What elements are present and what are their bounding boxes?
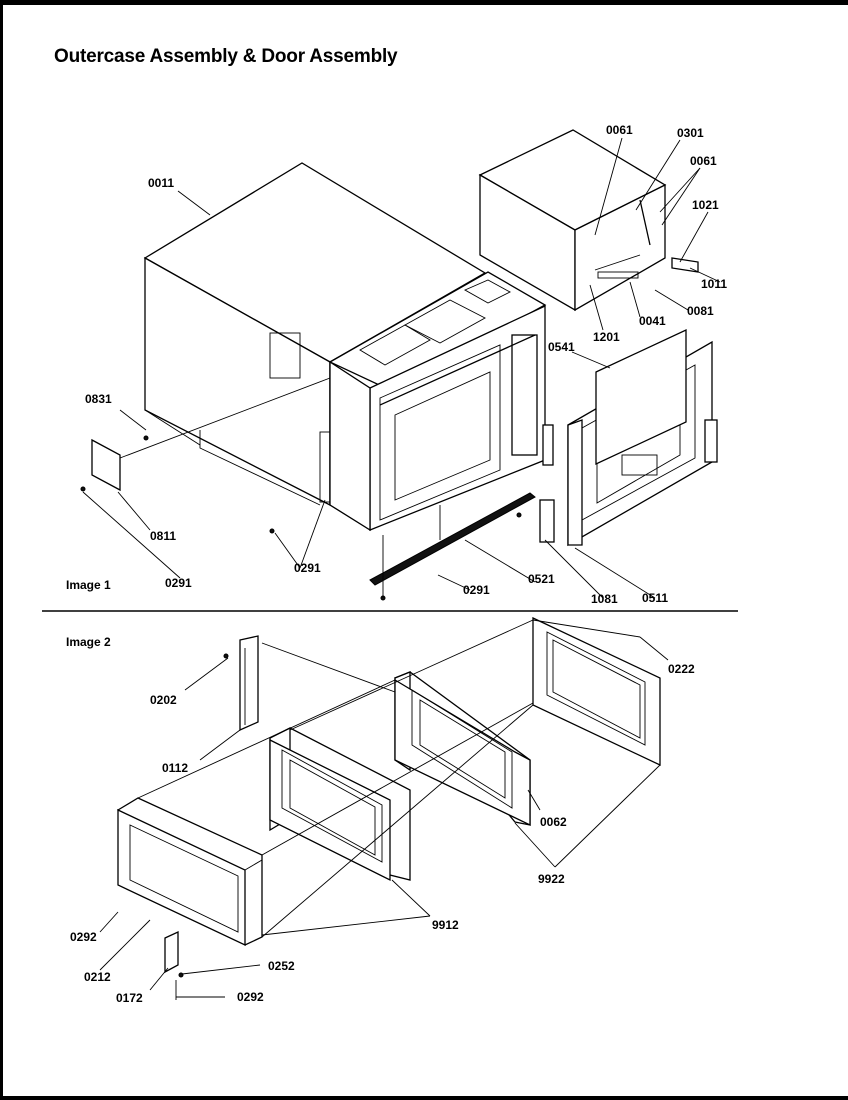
door-frame xyxy=(393,671,531,827)
callout-0541: 0541 xyxy=(548,340,575,354)
hinge-bracket xyxy=(223,635,259,732)
page-title: Outercase Assembly & Door Assembly xyxy=(54,46,398,67)
callouts-image1: 0011 0061 0301 0061 1021 1011 0081 0041 … xyxy=(85,123,727,606)
outer-door-panel xyxy=(116,797,263,947)
callout-0202: 0202 xyxy=(150,693,177,707)
callout-0062: 0062 xyxy=(540,815,567,829)
screw-icon xyxy=(269,528,275,534)
callout-1201: 1201 xyxy=(593,330,620,344)
screw-icon xyxy=(143,435,149,441)
page-frame-left xyxy=(0,0,3,1100)
image-2-label: Image 2 xyxy=(66,635,111,649)
callout-0301: 0301 xyxy=(677,126,704,140)
callout-0252: 0252 xyxy=(268,959,295,973)
door-latch xyxy=(164,930,184,978)
callout-0011: 0011 xyxy=(148,176,174,190)
callout-0061: 0061 xyxy=(606,123,633,137)
screw-icon xyxy=(80,486,86,492)
page-frame-bottom xyxy=(0,1096,848,1100)
callout-0811: 0811 xyxy=(150,529,176,543)
inner-door-frame xyxy=(268,726,411,882)
rear-cover-assembly xyxy=(478,129,699,312)
callout-0292: 0292 xyxy=(70,930,97,944)
callout-9912: 9912 xyxy=(432,918,459,932)
callout-1081: 1081 xyxy=(591,592,618,606)
outercase-assembly: 0011 0061 0301 0061 1021 1011 0081 0041 … xyxy=(66,123,727,606)
callout-0831: 0831 xyxy=(85,392,112,406)
leader-lines-image1 xyxy=(82,137,721,599)
page-frame-top xyxy=(0,0,848,5)
oven-chassis xyxy=(319,271,547,532)
image-1-label: Image 1 xyxy=(66,578,111,592)
callout-1021: 1021 xyxy=(692,198,719,212)
callout-0291: 0291 xyxy=(463,583,490,597)
callout-0212: 0212 xyxy=(84,970,111,984)
door-window-screen xyxy=(532,616,661,767)
leader-lines-image2 xyxy=(99,619,669,1000)
callout-0292: 0292 xyxy=(237,990,264,1004)
callout-9922: 9922 xyxy=(538,872,565,886)
callout-0112: 0112 xyxy=(162,761,188,775)
callout-0041: 0041 xyxy=(639,314,666,328)
callouts-image2: 0202 0112 0222 0062 9922 9912 0292 0212 … xyxy=(70,662,695,1005)
screw-icon xyxy=(516,512,522,518)
callout-0222: 0222 xyxy=(668,662,695,676)
callout-0291: 0291 xyxy=(165,576,192,590)
callout-1011: 1011 xyxy=(701,277,727,291)
callout-0172: 0172 xyxy=(116,991,143,1005)
callout-0061: 0061 xyxy=(690,154,717,168)
door-assembly: Image 2 xyxy=(66,616,695,1005)
door-panel xyxy=(539,328,718,547)
screw-icon xyxy=(223,653,229,659)
callout-0521: 0521 xyxy=(528,572,555,586)
side-panel xyxy=(91,377,331,492)
callout-0291: 0291 xyxy=(294,561,321,575)
callout-0081: 0081 xyxy=(687,304,714,318)
choke-strip xyxy=(369,492,536,586)
callout-0511: 0511 xyxy=(642,591,668,605)
